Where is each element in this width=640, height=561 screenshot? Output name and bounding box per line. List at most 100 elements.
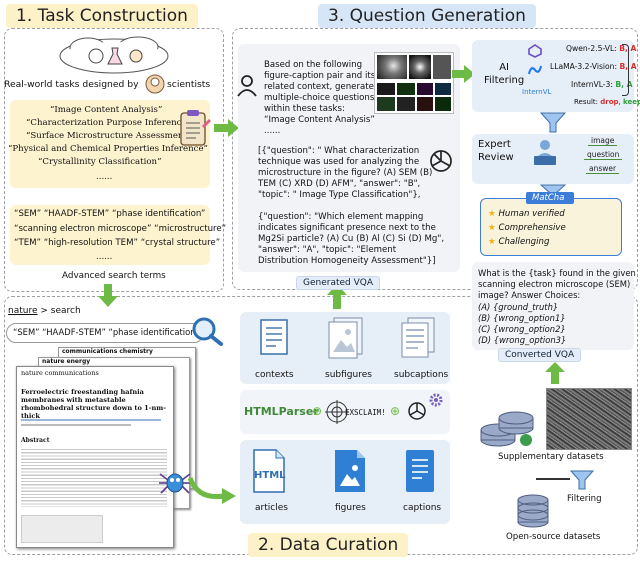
matcha-item-text: Human verified <box>498 209 565 219</box>
prompt-line: related context, generate <box>264 82 374 92</box>
model-name: LLaMA-3.2-Vision: <box>550 62 618 71</box>
supplementary-label: Supplementary datasets <box>498 452 604 462</box>
eds-map-image <box>417 97 433 111</box>
model-qwen: Qwen-2.5-VL: B, A <box>566 44 636 53</box>
eds-map-image <box>377 97 395 111</box>
review-item-question: question <box>584 150 623 160</box>
realworld-tasks-line: Real-world tasks designed by <box>4 79 139 90</box>
ai-filtering-box <box>472 40 634 112</box>
matcha-item-challenging: ★ Challenging <box>488 237 549 248</box>
advanced-search-label: Advanced search terms <box>62 271 166 281</box>
prompt-line: figure-caption pair and its <box>264 71 376 81</box>
sem-sample-image <box>546 388 632 450</box>
model-result: B, A <box>615 80 633 89</box>
expert-at-laptop-icon <box>534 140 556 165</box>
internvl-logo-icon: InternVL <box>522 88 552 96</box>
breadcrumb-site[interactable]: nature <box>8 306 38 316</box>
scientist-idea-cloud-icon <box>59 36 169 74</box>
task-item-characterization: “Characterization Purpose Inference” <box>26 118 191 128</box>
eds-map-image <box>377 83 395 95</box>
expert-review-label-text: Expert Review <box>478 139 514 163</box>
figures-label: figures <box>335 503 366 513</box>
eds-map-image <box>435 97 451 111</box>
task-item-crystallinity: “Crystallinity Classification” <box>38 157 162 167</box>
converted-line: image? Answer Choices: <box>478 290 581 300</box>
prompt-line: multiple-choice questions <box>264 93 375 103</box>
result-keep: keep <box>622 98 640 106</box>
author-line <box>21 424 131 426</box>
matcha-item-text: Comprehensive <box>498 223 566 233</box>
matcha-item-human-verified: ★ Human verified <box>488 209 565 220</box>
captions-icon <box>406 450 434 492</box>
matcha-item-text: Challenging <box>498 237 550 247</box>
paper-page-front: nature communications Ferroelectric free… <box>16 366 174 548</box>
contexts-icon <box>260 319 288 355</box>
user-icon <box>237 75 257 97</box>
breadcrumb-page: search <box>50 306 81 316</box>
prompt-line: “Image Content Analysis” <box>264 115 375 125</box>
json-line: "answer": "A", "topic": "Element <box>258 245 397 255</box>
figure-thumbnail <box>21 515 103 543</box>
converted-line: scanning electron microscope (SEM) <box>478 279 631 289</box>
ai-filtering-label: AI Filtering <box>484 62 524 87</box>
tem-image <box>409 55 431 79</box>
prompt-line: ...... <box>264 126 281 136</box>
star-icon: ★ <box>488 237 496 247</box>
arrow-up-to-converted <box>545 362 565 384</box>
openai-logo-icon <box>430 150 452 172</box>
opensource-label: Open-source datasets <box>506 532 601 542</box>
prompt-line: Based on the following <box>264 60 363 70</box>
subcaptions-label: subcaptions <box>394 370 449 380</box>
search-query-text: “SEM” “HAADF-STEM” “phase identification… <box>13 327 200 337</box>
section-title-data-curation: 2. Data Curation <box>248 533 409 557</box>
breadcrumb-separator: > <box>40 306 48 316</box>
htmlparser-label: HTMLParser <box>244 405 319 418</box>
model-result: B, A <box>619 44 637 53</box>
json-line: TEM (C) XRD (D) AFM", "answer": "B", <box>258 179 421 189</box>
eds-map-image <box>397 97 415 111</box>
captions-label: captions <box>403 503 442 513</box>
converted-line: (D) {wrong_option3} <box>478 335 567 345</box>
contexts-label: contexts <box>255 370 294 380</box>
converted-line: (B) {wrong_option1} <box>478 313 566 323</box>
subcaptions-icon <box>401 317 435 358</box>
author-line <box>21 419 161 421</box>
journal-communications-chemistry: communications chemistry <box>62 348 153 355</box>
result-line: Result: drop, keep <box>574 98 640 106</box>
eds-map-image <box>417 83 433 95</box>
matcha-item-comprehensive: ★ Comprehensive <box>488 223 566 234</box>
search-icon[interactable] <box>190 316 224 346</box>
term-line-ellipsis: ...... <box>96 252 113 262</box>
task-construction-panel <box>4 28 224 292</box>
term-line-2: “scanning electron microscope” “microstr… <box>14 224 227 234</box>
gear-icon <box>429 393 443 407</box>
term-line-1: “SEM” “HAADF-STEM” “phase identification… <box>14 209 206 219</box>
filtering-label: Filtering <box>567 494 602 504</box>
filter-funnel-icon <box>540 112 566 133</box>
openai-logo-icon <box>408 402 426 420</box>
articles-html-icon <box>253 449 285 493</box>
task-item-physical: “Physical and Chemical Properties Infere… <box>8 144 208 154</box>
meta-logo-icon <box>528 65 542 75</box>
search-input[interactable]: “SEM” “HAADF-STEM” “phase identification… <box>6 323 204 343</box>
clipboard-icon <box>180 110 211 146</box>
task-item-surface: “Surface Microstructure Assessment” <box>26 131 192 141</box>
curved-arrow-to-articles <box>188 477 236 504</box>
json-line: Distribution Homogeneity Assessment"}] <box>258 256 436 266</box>
search-terms-box <box>10 205 210 265</box>
task-item-image-content: “Image Content Analysis” <box>50 105 163 115</box>
scientists-label: scientists <box>167 79 211 90</box>
figures-icon <box>335 450 365 492</box>
arrow-task-to-prompt <box>214 119 239 137</box>
star-icon: ★ <box>488 209 496 219</box>
generated-vqa-label: Generated VQA <box>296 276 381 290</box>
question-generation-panel <box>232 28 638 290</box>
plus-sign: ⊕ <box>312 404 323 418</box>
arrow-down-to-search <box>98 284 118 307</box>
section-title-question-generation: 3. Question Generation <box>318 4 536 28</box>
sem-image <box>433 55 451 79</box>
scientist-avatar-icon <box>145 74 165 94</box>
matcha-title: MatCha <box>532 193 565 203</box>
article-title[interactable]: Ferroelectric freestanding hafnia membra… <box>21 388 166 420</box>
task-list-box <box>10 100 210 188</box>
